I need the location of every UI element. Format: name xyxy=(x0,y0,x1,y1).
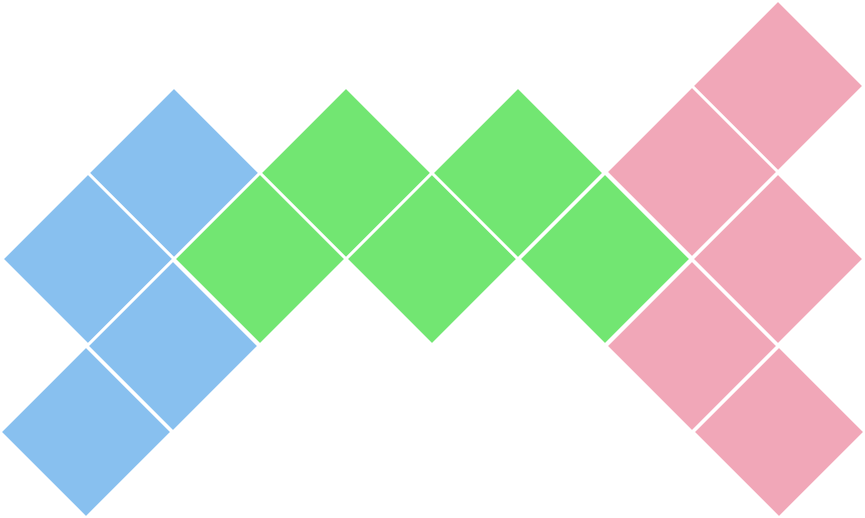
pink-tile-group xyxy=(603,0,865,518)
pink-diamond-tile-5 xyxy=(690,343,865,518)
blue-diamond-tile-4 xyxy=(0,343,175,518)
green-tile-group xyxy=(171,84,694,348)
green-diamond-tile-2 xyxy=(171,170,349,348)
